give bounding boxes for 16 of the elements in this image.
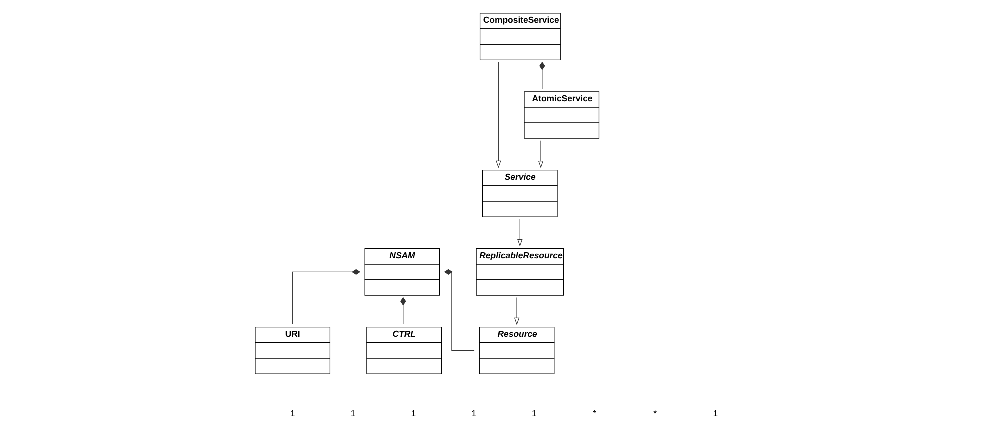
label: 1 — [350, 408, 356, 418]
connector — [292, 269, 361, 325]
connector — [400, 297, 406, 325]
connector — [444, 269, 475, 351]
label: 1 — [411, 408, 416, 418]
connector — [540, 62, 546, 90]
label: 1 — [290, 408, 296, 418]
arrow — [538, 140, 544, 168]
label: 1 — [532, 408, 537, 418]
label: 1 — [472, 408, 476, 418]
label: * — [654, 408, 657, 418]
arrow — [514, 297, 520, 326]
label: 1 — [713, 408, 718, 418]
label: * — [593, 408, 597, 418]
arrow — [518, 219, 523, 247]
arrow — [496, 62, 502, 168]
